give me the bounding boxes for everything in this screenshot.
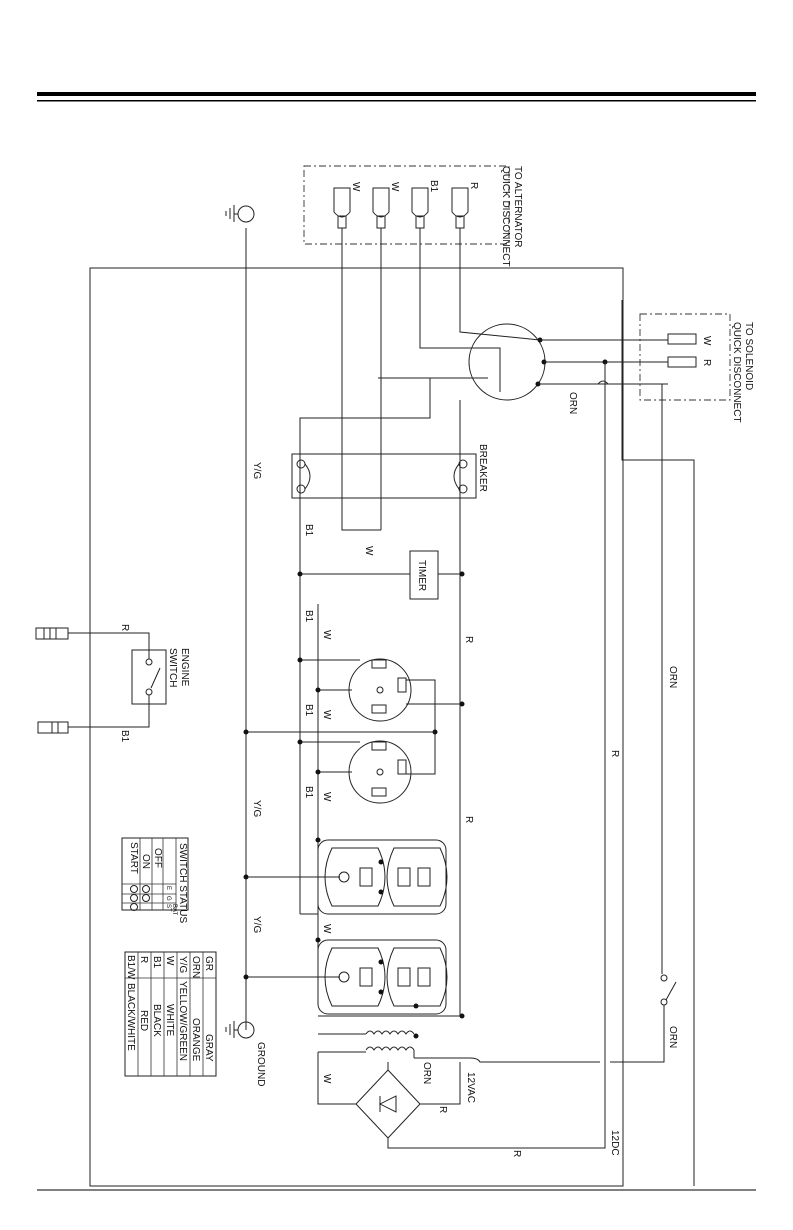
alternator-connector-1 (334, 188, 350, 228)
label-w-5: W (321, 924, 332, 934)
engine-switch: ENGINE SWITCH (36, 628, 190, 733)
engine-switch-label-1: ENGINE (179, 648, 190, 687)
status-col-g: G (165, 896, 171, 901)
alternator-connector-2 (373, 188, 389, 228)
label-orn-coil: ORN (421, 1062, 432, 1084)
twist-lock-receptacle-2 (349, 741, 411, 803)
status-row-off: OFF (152, 848, 163, 868)
label-w-4: W (321, 792, 332, 802)
color-legend-table: GR ORN Y/G W B1 R B1/W GRAY ORANGE YELLO… (125, 952, 216, 1076)
timer: TIMER (298, 551, 465, 599)
label-w-2: W (321, 630, 332, 640)
label-12vac: 12VAC (465, 1072, 476, 1103)
legend-code-r: R (138, 956, 149, 963)
switch-status-title: SWITCH STATUS (177, 843, 188, 924)
legend-code-gr: GR (203, 956, 214, 971)
timer-label: TIMER (416, 560, 427, 591)
label-b1-1: B1 (303, 524, 314, 537)
status-row-start: START (128, 842, 139, 874)
solenoid-connector-w (668, 334, 696, 344)
alternator-connector-3 (412, 188, 428, 228)
legend-name-black: BLACK (151, 1004, 162, 1037)
ground-wiring: GROUND (226, 205, 435, 1086)
label-r-engine: R (119, 624, 130, 631)
status-col-bat: BAT (171, 904, 177, 916)
alt-wire-label-3: B1 (428, 180, 439, 193)
ground-label: GROUND (255, 1042, 266, 1086)
duplex-receptacle-2 (244, 940, 448, 1014)
label-yg-1: Y/G (251, 462, 262, 479)
legend-code-yg: Y/G (177, 956, 188, 973)
alternator-quick-disconnect: TO ALTERNATOR QUICK DISCONNECT W W B1 R (304, 166, 523, 267)
coils (318, 1031, 600, 1062)
label-yg-3: Y/G (251, 916, 262, 933)
legend-code-b1w: B1/W (125, 955, 136, 980)
sol-wire-label-r: R (701, 359, 712, 366)
legend-name-red: RED (138, 1010, 149, 1031)
legend-name-yellowgreen: YELLOW/GREEN (177, 981, 188, 1061)
label-b1-4: B1 (303, 786, 314, 799)
label-r-2: R (463, 816, 474, 823)
status-col-e: E (165, 886, 171, 890)
alt-wire-label-2: W (389, 182, 400, 192)
breaker: BREAKER (292, 444, 488, 498)
legend-name-white: WHITE (164, 1004, 175, 1037)
label-orn-mid: ORN (667, 666, 678, 688)
label-w-3: W (321, 710, 332, 720)
alternator-label-2: QUICK DISCONNECT (500, 166, 511, 267)
label-b1-engine: B1 (119, 730, 130, 743)
alternator-connector-4 (452, 188, 468, 228)
engine-switch-label-2: SWITCH (167, 648, 178, 687)
alt-wire-label-4: R (468, 182, 479, 189)
orn-switch-wiring (538, 300, 694, 1186)
diagram-frame (90, 268, 623, 1186)
status-row-on: ON (140, 854, 151, 869)
alternator-wiring (300, 228, 540, 1016)
label-r-1: R (463, 636, 474, 643)
label-b1-2: B1 (303, 610, 314, 623)
legend-name-blackwhite: BLACK/WHITE (125, 983, 136, 1051)
bridge-rectifier: 12VAC 12DC (318, 1052, 620, 1156)
switch-status-table: SWITCH STATUS OFF ON START E G ST BAT (122, 838, 188, 924)
legend-code-w: W (164, 956, 175, 966)
solenoid-label-2: QUICK DISCONNECT (731, 322, 742, 423)
duplex-receptacle-1 (244, 840, 448, 914)
twist-lock-receptacle-1 (349, 659, 411, 721)
solenoid-label-1: TO SOLENOID (743, 322, 754, 390)
label-b1-3: B1 (303, 704, 314, 717)
legend-code-orn: ORN (190, 956, 201, 978)
label-12dc: 12DC (609, 1130, 620, 1156)
label-orn-bottom: ORN (667, 1026, 678, 1048)
legend-name-gray: GRAY (203, 1034, 214, 1062)
label-w-1: W (363, 546, 374, 556)
label-r-3: R (609, 750, 620, 757)
main-junction: ORN (469, 324, 668, 1128)
legend-name-orange: ORANGE (190, 1018, 201, 1062)
solenoid-quick-disconnect: TO SOLENOID QUICK DISCONNECT W R (640, 314, 754, 423)
breaker-label: BREAKER (477, 444, 488, 492)
solenoid-connector-r (668, 357, 696, 367)
label-r-5: R (511, 1150, 522, 1157)
label-yg-2: Y/G (251, 800, 262, 817)
label-w-6: W (321, 1074, 332, 1084)
alt-wire-label-1: W (350, 182, 361, 192)
legend-code-b1: B1 (151, 956, 162, 969)
alternator-label-1: TO ALTERNATOR (512, 166, 523, 248)
header-rule (37, 92, 756, 102)
label-r-4: R (437, 1106, 448, 1113)
label-orn-top: ORN (567, 392, 578, 414)
status-col-st: ST (165, 904, 171, 912)
sol-wire-label-w: W (701, 336, 712, 346)
